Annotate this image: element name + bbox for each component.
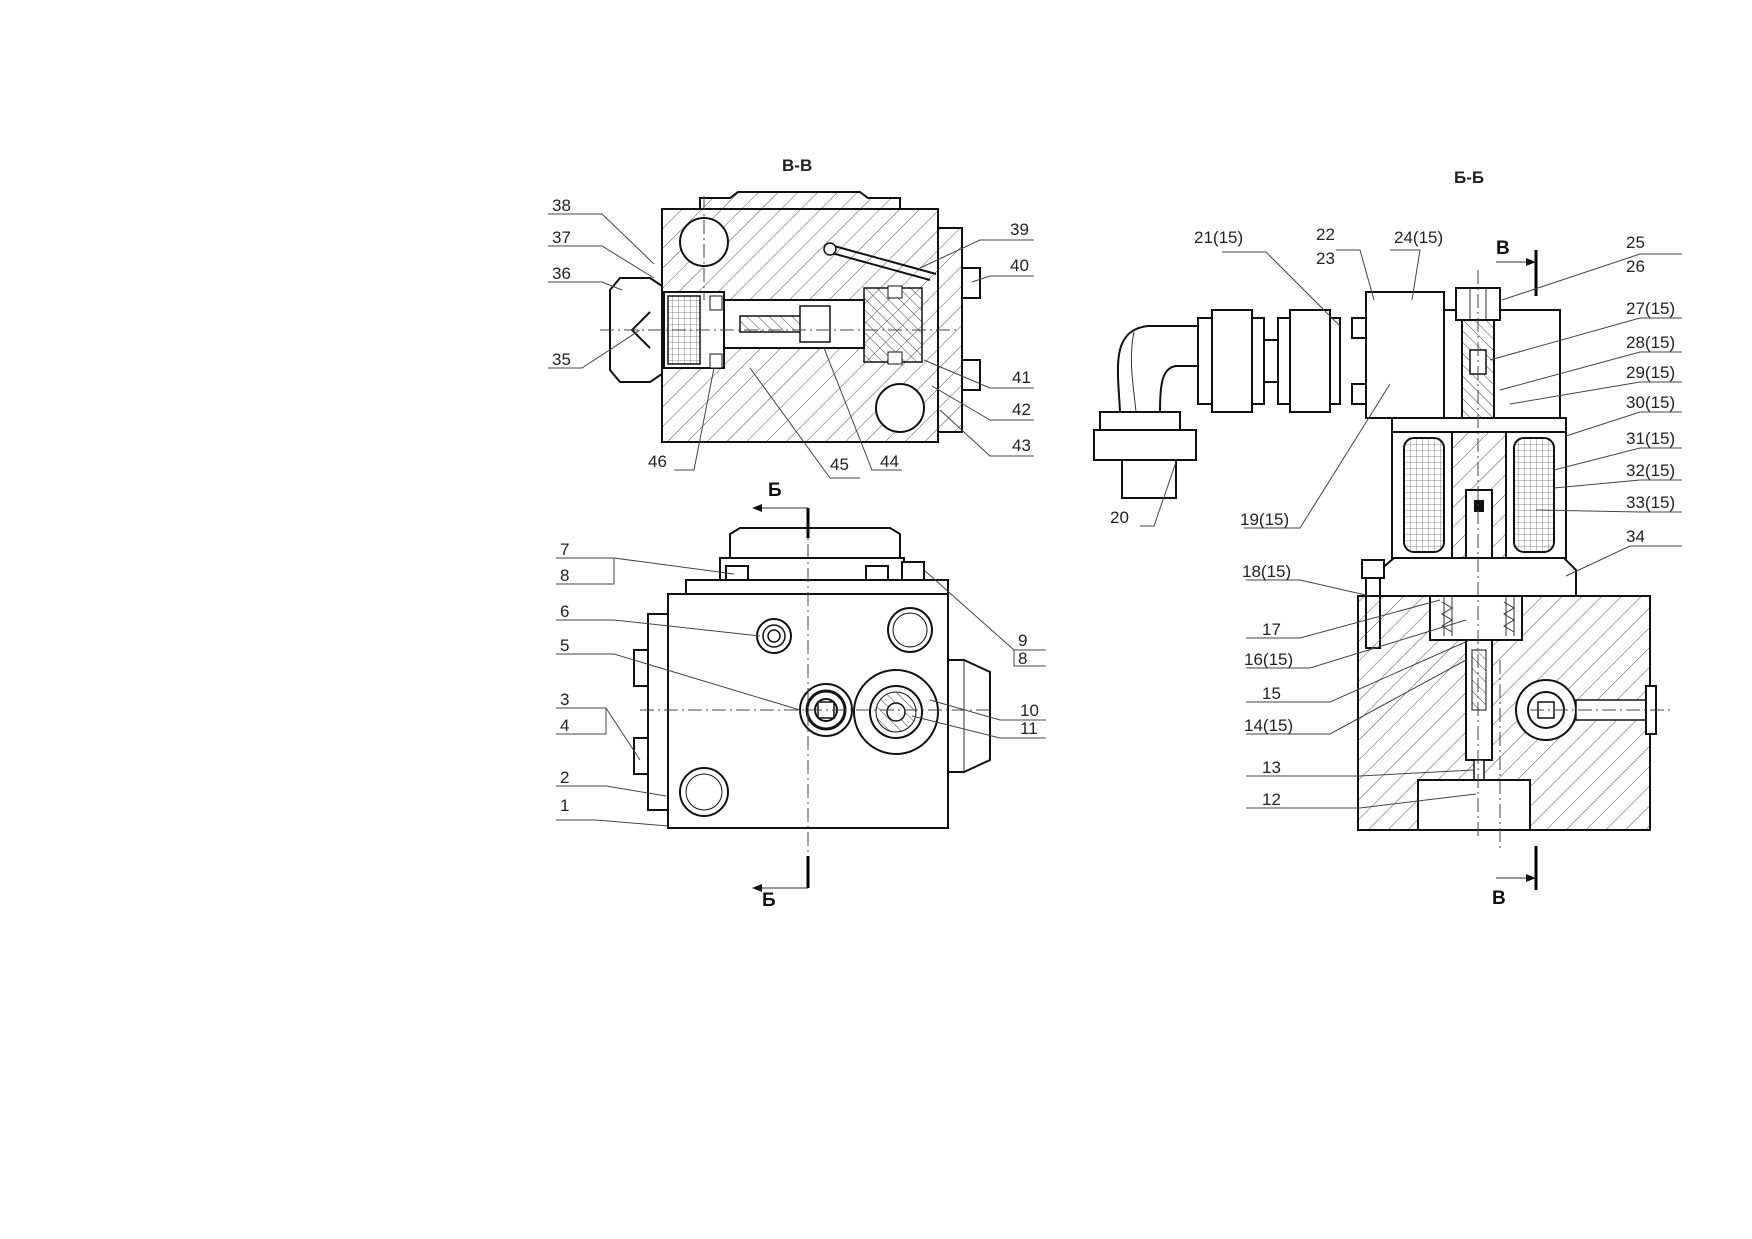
- callout-6: 6: [560, 602, 569, 621]
- section-mark-v-top: В: [1496, 238, 1510, 259]
- front-top-cap: [729, 527, 901, 559]
- callout-3: 3: [560, 690, 569, 709]
- callout-40: 40: [1010, 256, 1029, 275]
- callout-24: 24(15): [1394, 228, 1443, 247]
- callout-27: 27(15): [1626, 299, 1675, 318]
- bb-junction-box: [1365, 291, 1445, 419]
- callout-23: 23: [1316, 249, 1335, 268]
- vv-port-top: [679, 217, 729, 267]
- callout-28: 28(15): [1626, 333, 1675, 352]
- section-mark-b-bottom: Б: [762, 890, 776, 911]
- view-vv: В-В: [600, 156, 981, 443]
- callout-9: 9: [1018, 631, 1027, 650]
- view-vv-title: В-В: [782, 156, 812, 175]
- callout-4: 4: [560, 716, 569, 735]
- callout-2: 2: [560, 768, 569, 787]
- callout-13: 13: [1262, 758, 1281, 777]
- callout-42: 42: [1012, 400, 1031, 419]
- callout-39: 39: [1010, 220, 1029, 239]
- callout-38: 38: [552, 196, 571, 215]
- callout-43: 43: [1012, 436, 1031, 455]
- callout-11: 11: [1020, 719, 1038, 738]
- callout-25: 25: [1626, 233, 1645, 252]
- callout-16: 16(15): [1244, 650, 1293, 669]
- callout-32: 32(15): [1626, 461, 1675, 480]
- callout-19: 19(15): [1240, 510, 1289, 529]
- callout-41: 41: [1012, 368, 1031, 387]
- callout-labels: 38 37 36 35 39 40 41 42 43 44 45 46 7 8 …: [552, 196, 1675, 815]
- callout-45: 45: [830, 455, 849, 474]
- callout-31: 31(15): [1626, 429, 1675, 448]
- callout-21: 21(15): [1194, 228, 1243, 247]
- section-mark-b-top: Б: [768, 480, 782, 501]
- callout-10: 10: [1020, 701, 1039, 720]
- callout-44: 44: [880, 452, 899, 471]
- callout-8-right: 8: [1018, 649, 1027, 668]
- callout-26: 26: [1626, 257, 1645, 276]
- callout-18: 18(15): [1242, 562, 1291, 581]
- front-plug-10: [947, 659, 991, 773]
- view-bb-title: Б-Б: [1454, 168, 1484, 187]
- section-mark-v-bottom: В: [1492, 888, 1506, 909]
- callout-8-top: 8: [560, 566, 569, 585]
- bb-elbow-20: [1116, 325, 1201, 413]
- view-bb: Б-Б: [1093, 168, 1670, 909]
- callout-34: 34: [1626, 527, 1645, 546]
- callout-7: 7: [560, 540, 569, 559]
- vv-port-bottom: [875, 383, 925, 433]
- callout-12: 12: [1262, 790, 1281, 809]
- callout-46: 46: [648, 452, 667, 471]
- callout-29: 29(15): [1626, 363, 1675, 382]
- callout-33: 33(15): [1626, 493, 1675, 512]
- callout-15: 15: [1262, 684, 1281, 703]
- leader-lines: [548, 213, 1682, 827]
- callout-5: 5: [560, 636, 569, 655]
- callout-30: 30(15): [1626, 393, 1675, 412]
- callout-20: 20: [1110, 508, 1129, 527]
- callout-35: 35: [552, 350, 571, 369]
- callout-17: 17: [1262, 620, 1281, 639]
- callout-1: 1: [560, 796, 569, 815]
- callout-14: 14(15): [1244, 716, 1293, 735]
- view-front: Б Б: [633, 480, 991, 911]
- callout-36: 36: [552, 264, 571, 283]
- callout-37: 37: [552, 228, 571, 247]
- callout-22: 22: [1316, 225, 1335, 244]
